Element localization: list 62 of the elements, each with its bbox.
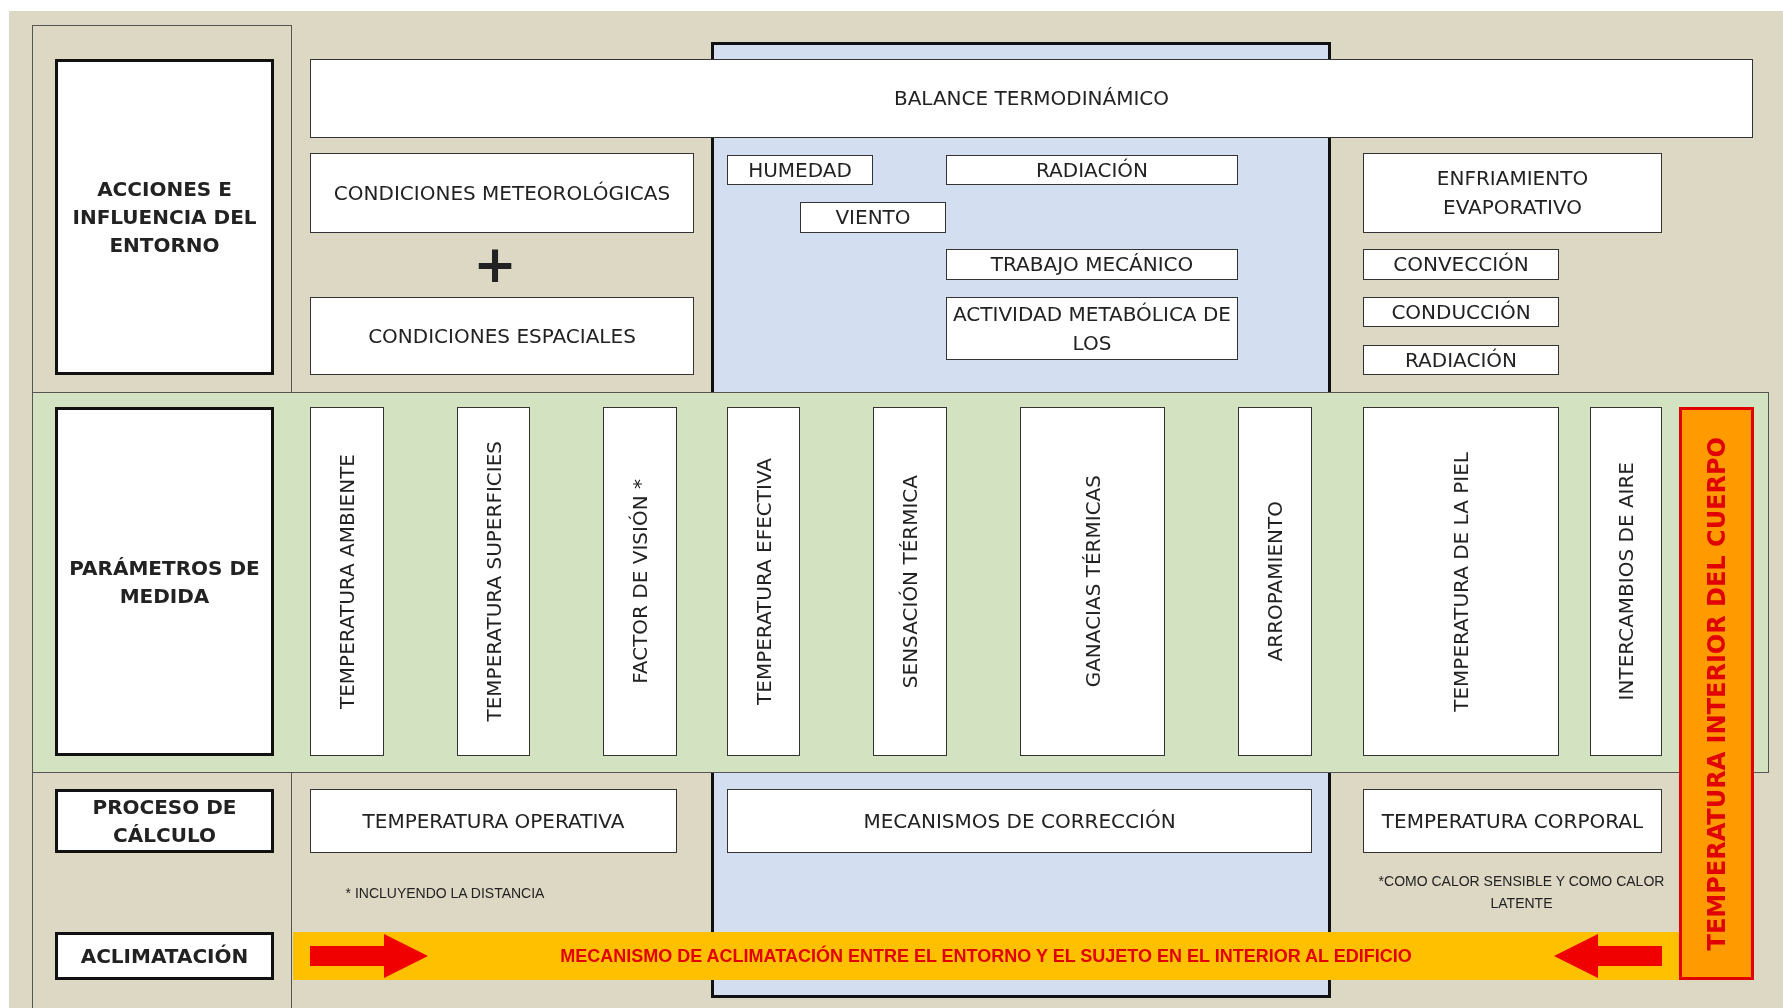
box-text: VIENTO bbox=[835, 204, 911, 231]
box-text: RADIACIÓN bbox=[1405, 346, 1517, 374]
row-heading-box bbox=[55, 932, 274, 980]
concept-box bbox=[310, 297, 694, 375]
concept-box bbox=[310, 59, 1753, 138]
concept-box bbox=[1363, 153, 1662, 233]
box-text: RADIACIÓN bbox=[1036, 156, 1148, 184]
concept-box bbox=[310, 153, 694, 233]
box-text: INTERCAMBIOS DE AIRE bbox=[1614, 462, 1638, 701]
box-text: TEMPERATURA DE LA PIEL bbox=[1449, 451, 1473, 712]
box-text: CONDICIONES ESPACIALES bbox=[368, 322, 636, 350]
box-text: ACLIMATACIÓN bbox=[80, 943, 249, 970]
box-text: FACTOR DE VISIÓN * bbox=[628, 479, 652, 684]
box-text: BALANCE TERMODINÁMICO bbox=[893, 85, 1170, 112]
footnote: * INCLUYENDO LA DISTANCIA bbox=[344, 884, 546, 903]
row-heading-box bbox=[55, 789, 274, 853]
box-text: HUMEDAD bbox=[748, 156, 852, 184]
concept-box bbox=[310, 789, 677, 853]
row-heading-box bbox=[55, 407, 274, 756]
row-heading-box bbox=[55, 59, 274, 375]
box-text: TEMPERATURA SUPERFICIES bbox=[481, 441, 506, 722]
parameter-box bbox=[603, 407, 677, 756]
concept-box bbox=[946, 249, 1238, 280]
parameter-box bbox=[457, 407, 530, 756]
parameter-box bbox=[310, 407, 384, 756]
box-text: ACCIONES E INFLUENCIA DEL ENTORNO bbox=[71, 176, 258, 259]
concept-box bbox=[946, 155, 1238, 185]
box-text: CONDICIONES METEOROLÓGICAS bbox=[333, 179, 671, 207]
concept-box bbox=[727, 789, 1312, 853]
banner-text: TEMPERATURA INTERIOR DEL CUERPO bbox=[1702, 436, 1731, 951]
box-text: ACTIVIDAD METABÓLICA DE LOS bbox=[952, 300, 1232, 357]
concept-box bbox=[1363, 789, 1662, 853]
parameter-box bbox=[1020, 407, 1165, 756]
parameter-box bbox=[1238, 407, 1312, 756]
concept-box bbox=[727, 155, 873, 185]
footnote: *COMO CALOR SENSIBLE Y COMO CALOR LATENTE bbox=[1377, 872, 1666, 914]
box-text: GANACIAS TÉRMICAS bbox=[1080, 475, 1105, 688]
box-text: CONVECCIÓN bbox=[1393, 251, 1529, 278]
parameter-box bbox=[1590, 407, 1662, 756]
parameter-box bbox=[727, 407, 800, 756]
box-text: ENFRIAMIENTO EVAPORATIVO bbox=[1435, 165, 1590, 221]
parameter-box bbox=[873, 407, 947, 756]
box-text: PARÁMETROS DE MEDIDA bbox=[68, 554, 261, 610]
highlight-box bbox=[1679, 407, 1754, 980]
concept-box bbox=[1363, 249, 1559, 280]
box-text: CONDUCCIÓN bbox=[1391, 298, 1531, 326]
box-text: TEMPERATURA CORPORAL bbox=[1381, 807, 1644, 835]
banner-bar bbox=[293, 932, 1679, 980]
box-text: ARROPAMIENTO bbox=[1263, 501, 1287, 662]
concept-box bbox=[1363, 345, 1559, 375]
banner-text: MECANISMO DE ACLIMATACIÓN ENTRE EL ENTORNO Y EL SUJETO EN EL INTERIOR AL EDIFICIO bbox=[560, 945, 1412, 967]
box-text: SENSACIÓN TÉRMICA bbox=[898, 474, 922, 689]
plus-sign: + bbox=[472, 238, 518, 290]
box-text: TEMPERATURA EFECTIVA bbox=[751, 458, 776, 705]
box-text: PROCESO DE CÁLCULO bbox=[91, 794, 238, 849]
box-text: TRABAJO MECÁNICO bbox=[990, 251, 1194, 278]
box-text: TEMPERATURA OPERATIVA bbox=[362, 807, 625, 835]
box-text: MECANISMOS DE CORRECCIÓN bbox=[863, 807, 1176, 835]
concept-box bbox=[1363, 297, 1559, 327]
parameter-box bbox=[1363, 407, 1559, 756]
box-text: TEMPERATURA AMBIENTE bbox=[335, 454, 359, 709]
concept-box bbox=[800, 202, 946, 233]
